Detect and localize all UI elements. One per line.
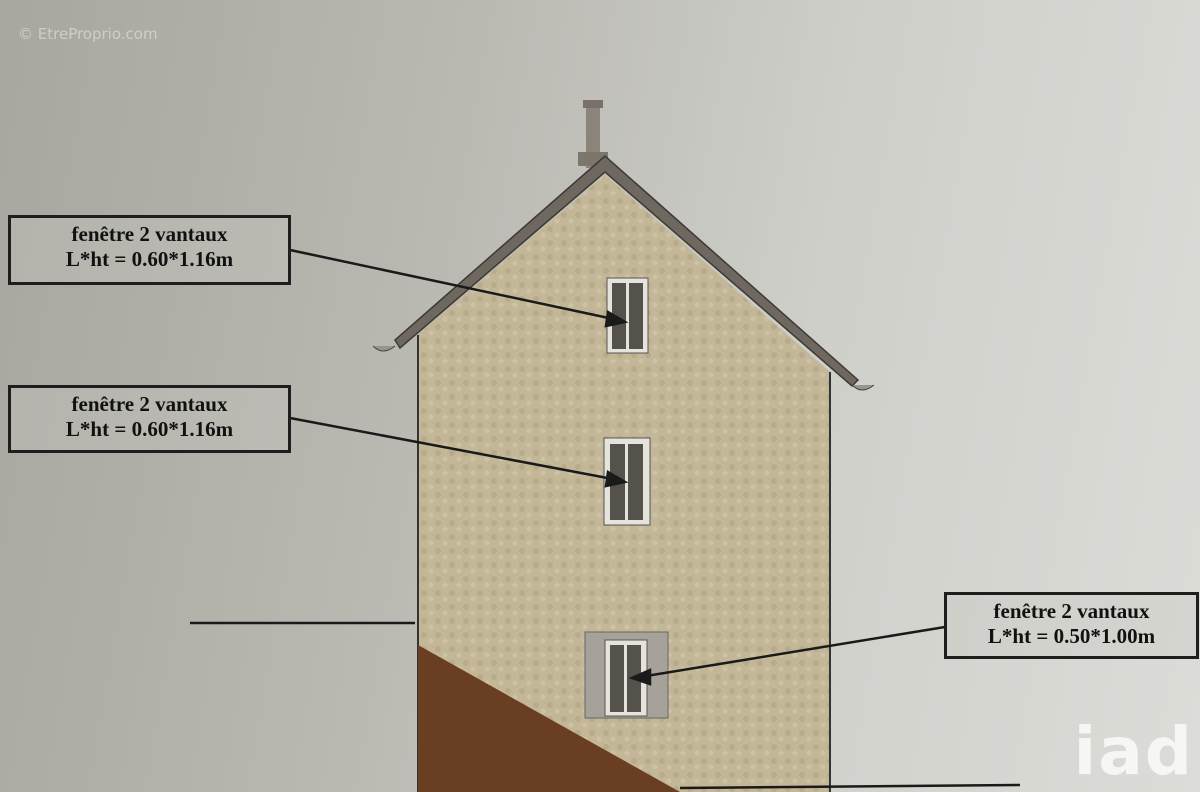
chimney-cap [583,100,603,108]
label-title: fenêtre 2 vantaux [71,392,228,416]
window-label-top: fenêtre 2 vantaux L*ht = 0.60*1.16m [8,215,291,285]
label-dims: L*ht = 0.50*1.00m [987,624,1156,648]
window-top [606,277,649,354]
leader-line [289,416,619,482]
label-dims: L*ht = 0.60*1.16m [65,247,234,271]
label-dims: L*ht = 0.60*1.16m [65,417,234,441]
leader-line [639,625,946,679]
roof [394,155,860,388]
label-title: fenêtre 2 vantaux [993,599,1150,623]
label-title: fenêtre 2 vantaux [71,222,228,246]
watermark: © EtreProprio.com [18,25,158,43]
iad-logo: iad [1073,713,1194,790]
leader-line [289,248,619,322]
window-label-middle: fenêtre 2 vantaux L*ht = 0.60*1.16m [8,385,291,453]
ground [418,645,680,792]
window-label-bottom: fenêtre 2 vantaux L*ht = 0.50*1.00m [944,592,1199,659]
